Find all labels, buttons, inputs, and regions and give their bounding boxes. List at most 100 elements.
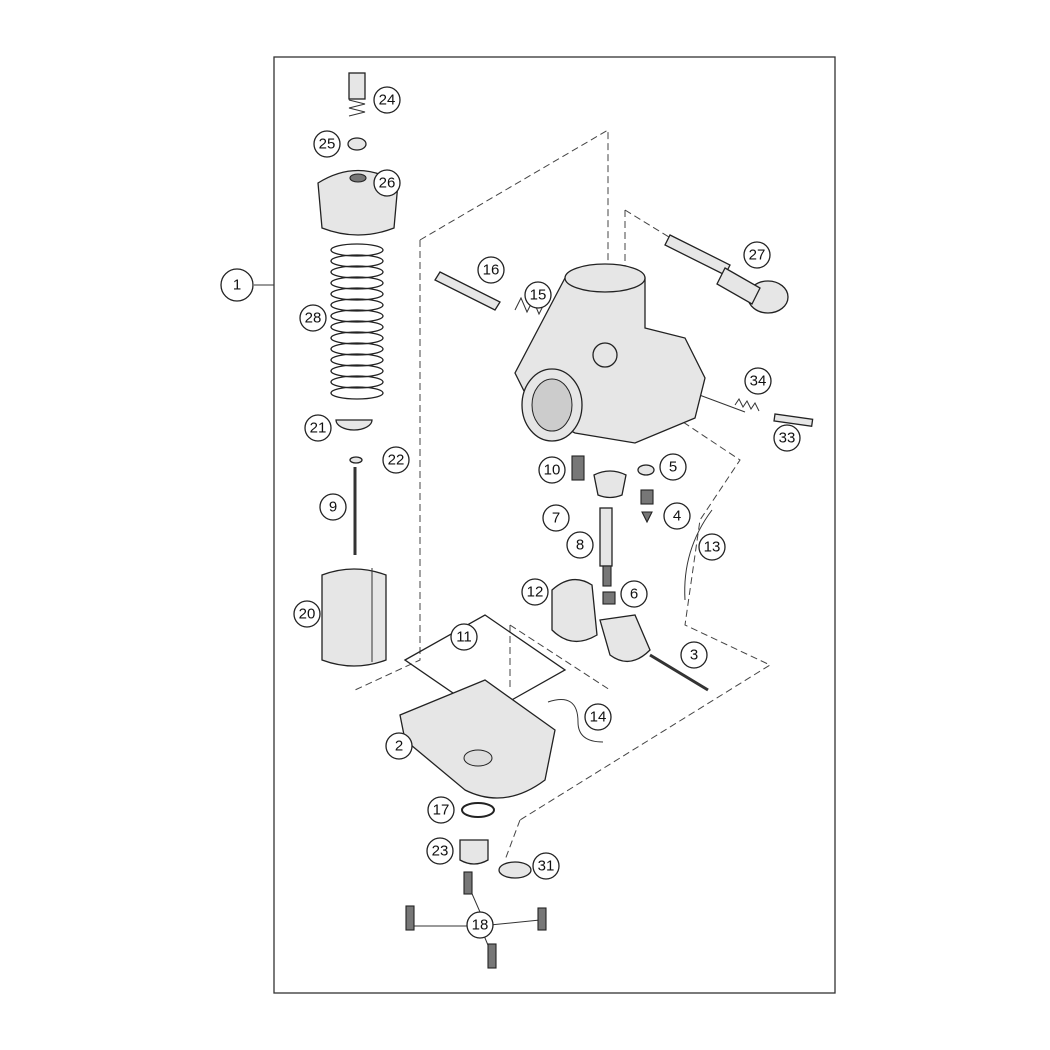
drain-hose-part bbox=[547, 699, 604, 743]
callout-circle bbox=[521, 578, 549, 606]
o-ring-part bbox=[461, 802, 495, 818]
callout-23: 23 bbox=[426, 837, 454, 865]
callout-34: 34 bbox=[744, 367, 772, 395]
callout-circle bbox=[538, 456, 566, 484]
callout-circle bbox=[477, 256, 505, 284]
callout-number: 8 bbox=[576, 537, 584, 554]
callout-circle bbox=[373, 169, 401, 197]
callout-number: 14 bbox=[590, 709, 607, 726]
callout-number: 2 bbox=[395, 738, 403, 755]
callout-number: 1 bbox=[233, 277, 241, 294]
callout-number: 21 bbox=[310, 420, 327, 437]
callout-3: 3 bbox=[680, 641, 708, 669]
assembly-frame bbox=[273, 56, 836, 994]
spring-coil bbox=[330, 243, 384, 257]
callout-27: 27 bbox=[743, 241, 771, 269]
throttle-spring-part bbox=[330, 243, 384, 400]
callout-number: 27 bbox=[749, 247, 766, 264]
callout-circle bbox=[313, 130, 341, 158]
callout-circle bbox=[427, 796, 455, 824]
air-screw-part bbox=[434, 271, 501, 311]
needle-jet-holder-part bbox=[593, 470, 627, 499]
callout-circle bbox=[466, 911, 494, 939]
spring-coil bbox=[330, 309, 384, 323]
callout-circle bbox=[698, 533, 726, 561]
pilot-jet-part bbox=[571, 455, 585, 481]
callout-14: 14 bbox=[584, 703, 612, 731]
callout-16: 16 bbox=[477, 256, 505, 284]
callout-18: 18 bbox=[466, 911, 494, 939]
callout-number: 33 bbox=[779, 430, 796, 447]
throttle-valve-part bbox=[321, 568, 387, 667]
carb-body-part bbox=[514, 263, 706, 444]
drain-plug-part bbox=[459, 839, 489, 865]
callout-15: 15 bbox=[524, 281, 552, 309]
screw-parts bbox=[405, 871, 547, 969]
float-valve-part bbox=[640, 489, 654, 524]
callout-circle bbox=[426, 837, 454, 865]
callout-number: 28 bbox=[305, 310, 322, 327]
spring-coil bbox=[330, 353, 384, 367]
callout-number: 13 bbox=[704, 539, 721, 556]
callout-circle bbox=[385, 732, 413, 760]
callout-28: 28 bbox=[299, 304, 327, 332]
callout-circle bbox=[299, 304, 327, 332]
callout-number: 22 bbox=[388, 452, 405, 469]
callout-circle bbox=[373, 86, 401, 114]
callout-circle bbox=[743, 241, 771, 269]
spring-coil bbox=[330, 254, 384, 268]
callout-number: 11 bbox=[456, 629, 472, 646]
washer-part bbox=[637, 464, 655, 476]
callout-circle bbox=[524, 281, 552, 309]
callout-circle bbox=[304, 414, 332, 442]
callout-number: 17 bbox=[433, 802, 450, 819]
callout-number: 20 bbox=[299, 606, 316, 623]
callout-number: 6 bbox=[630, 586, 638, 603]
callout-5: 5 bbox=[659, 453, 687, 481]
callout-13: 13 bbox=[698, 533, 726, 561]
callout-10: 10 bbox=[538, 456, 566, 484]
callout-22: 22 bbox=[382, 446, 410, 474]
callout-circle bbox=[566, 531, 594, 559]
choke-plunger-part bbox=[664, 234, 789, 314]
callout-number: 31 bbox=[538, 858, 555, 875]
callout-circle bbox=[450, 623, 478, 651]
callout-number: 16 bbox=[483, 262, 500, 279]
callout-circle bbox=[680, 641, 708, 669]
callout-number: 26 bbox=[379, 175, 396, 192]
callout-1: 1 bbox=[220, 268, 254, 302]
spring-coil bbox=[330, 320, 384, 334]
callout-8: 8 bbox=[566, 531, 594, 559]
callout-9: 9 bbox=[319, 493, 347, 521]
callout-25: 25 bbox=[313, 130, 341, 158]
callout-number: 9 bbox=[329, 499, 337, 516]
callout-33: 33 bbox=[773, 424, 801, 452]
callout-circle bbox=[620, 580, 648, 608]
callout-26: 26 bbox=[373, 169, 401, 197]
spring-coil bbox=[330, 364, 384, 378]
callout-17: 17 bbox=[427, 796, 455, 824]
callout-number: 4 bbox=[673, 508, 681, 525]
callout-circle bbox=[319, 493, 347, 521]
callout-number: 24 bbox=[379, 92, 396, 109]
callout-number: 10 bbox=[544, 462, 561, 479]
callout-circle bbox=[584, 703, 612, 731]
callout-2: 2 bbox=[385, 732, 413, 760]
clip-part bbox=[349, 456, 363, 464]
spring-coil bbox=[330, 298, 384, 312]
idle-screw-part bbox=[348, 72, 366, 117]
callout-7: 7 bbox=[542, 504, 570, 532]
nut-part bbox=[347, 137, 367, 151]
spring-coil bbox=[330, 331, 384, 345]
spring-coil bbox=[330, 386, 384, 400]
callout-circle bbox=[744, 367, 772, 395]
spring-coil bbox=[330, 342, 384, 356]
assembly-guides bbox=[354, 129, 772, 951]
callout-circle bbox=[542, 504, 570, 532]
bracket-part bbox=[498, 861, 532, 879]
callout-number: 3 bbox=[690, 647, 698, 664]
callout-number: 5 bbox=[669, 459, 677, 476]
callout-4: 4 bbox=[663, 502, 691, 530]
callout-circle bbox=[220, 268, 254, 302]
